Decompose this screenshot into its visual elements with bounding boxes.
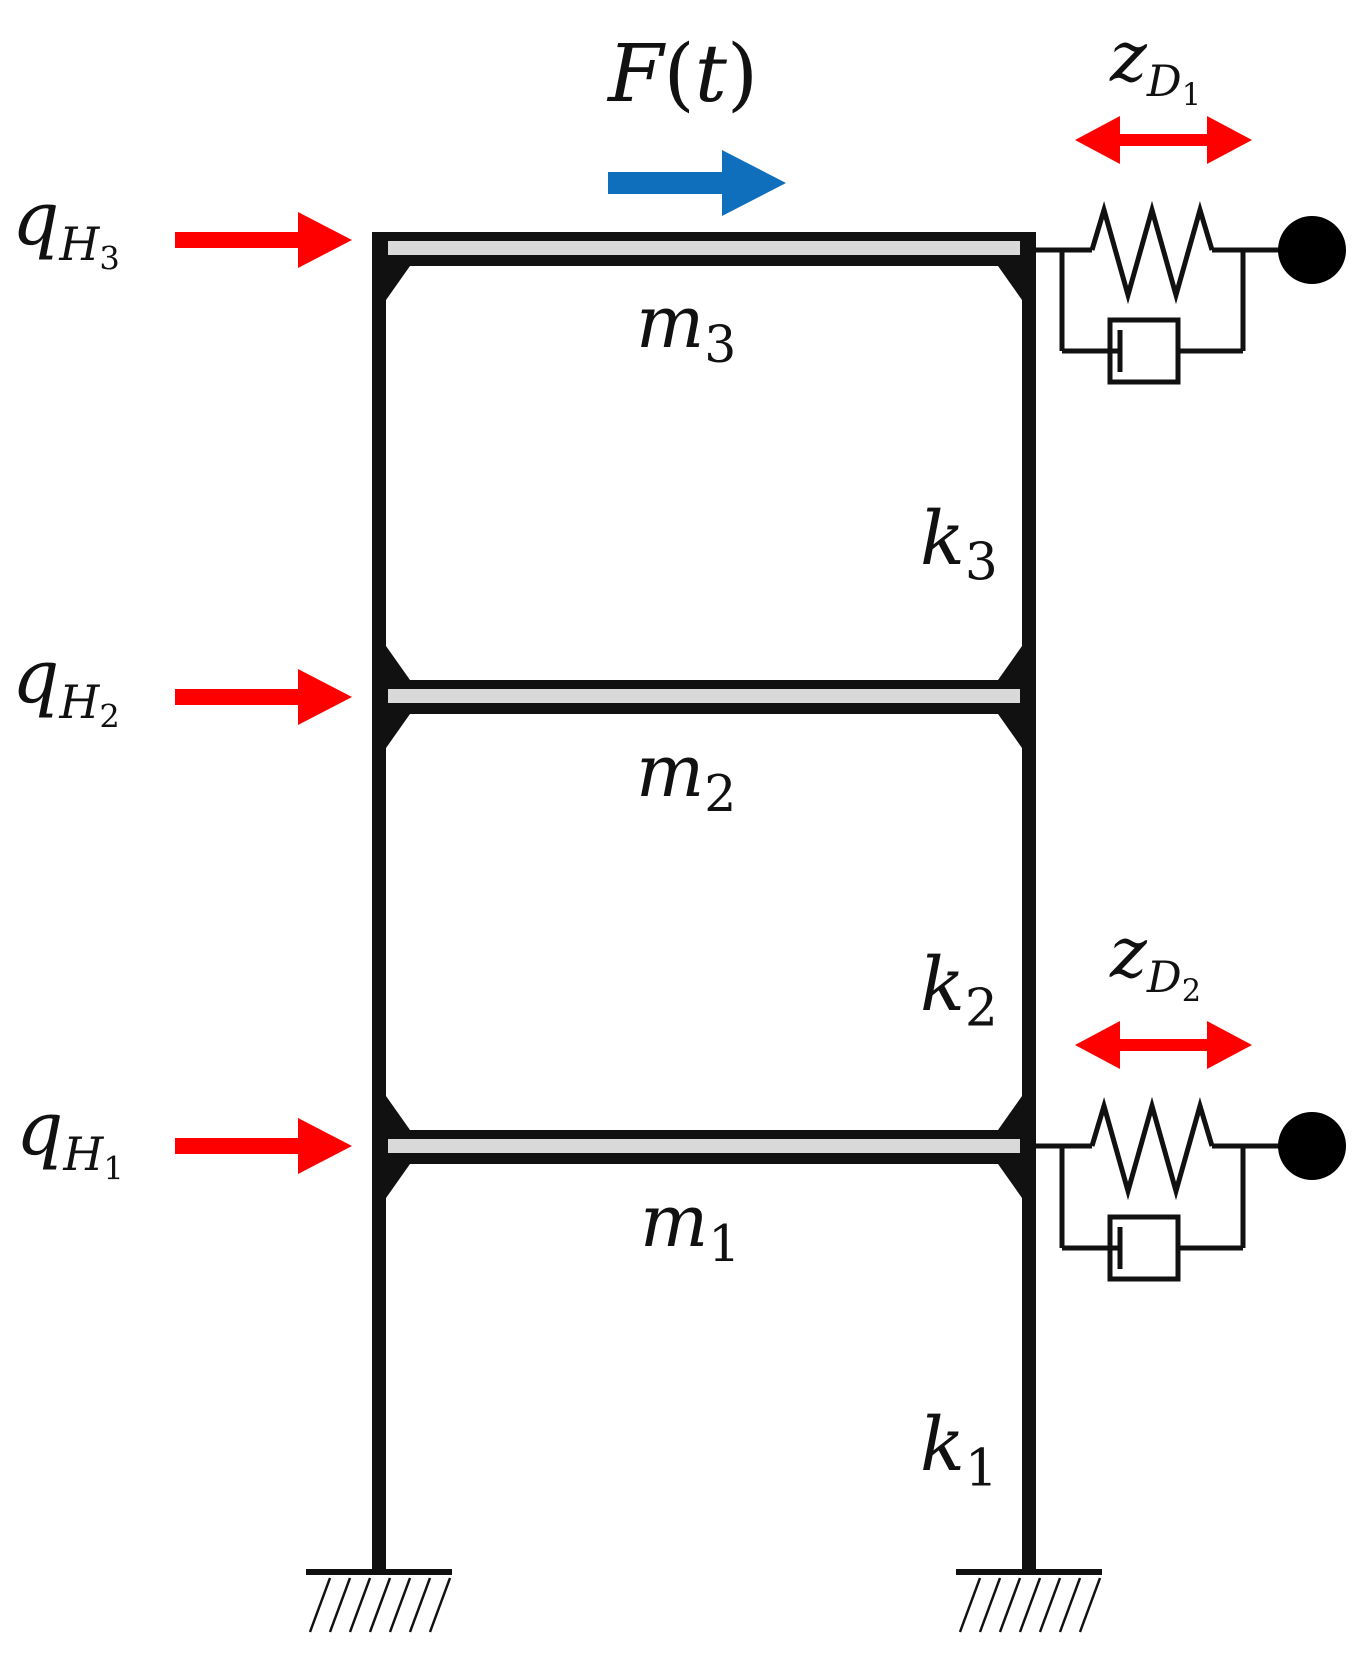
force-label-paren-open: (	[663, 27, 695, 120]
q3-label-sub-letter: H	[59, 217, 100, 272]
m1-label: m1	[640, 1185, 740, 1270]
input-arrow-q2	[175, 669, 352, 725]
k2-label: k2	[920, 948, 998, 1035]
m1-label-sub: 1	[708, 1214, 741, 1274]
gusset-plates	[386, 266, 1022, 1198]
m3-label-sub: 3	[704, 315, 737, 375]
force-arrow	[608, 150, 786, 216]
zd2-label-sub-letter: D	[1146, 953, 1182, 1004]
m3-label-symbol: m	[636, 280, 705, 364]
q1-label: qH1	[16, 1092, 124, 1185]
zd1-label-sub: D1	[1146, 57, 1201, 110]
m2-label-sub: 2	[704, 764, 737, 824]
right-fixed-support	[956, 1569, 1102, 1633]
q3-label-sub: H3	[59, 217, 119, 275]
zd2-label: zD2	[1110, 918, 1201, 1008]
right-column	[1022, 232, 1036, 1572]
m2-label: m2	[636, 735, 736, 820]
m3-label: m3	[636, 286, 736, 371]
force-label: F(t)	[608, 34, 758, 114]
q2-label: qH2	[12, 640, 120, 733]
input-arrow-q1	[175, 1118, 352, 1174]
double-arrow-zd2	[1075, 1021, 1252, 1069]
m1-label-symbol: m	[640, 1179, 709, 1263]
q1-label-sub-letter: H	[63, 1127, 104, 1182]
left-column	[372, 232, 386, 1572]
k2-label-sub: 2	[964, 978, 998, 1039]
k3-label: k3	[920, 502, 998, 589]
force-label-symbol: F	[608, 27, 664, 120]
zd1-label-symbol: z	[1110, 16, 1147, 98]
zd2-label-sub: D2	[1146, 953, 1201, 1006]
left-fixed-support	[306, 1569, 452, 1633]
floor-slab-2	[376, 680, 1032, 714]
q3-label: qH3	[12, 182, 120, 275]
k1-label-sub: 1	[964, 1438, 998, 1499]
force-label-paren-close: )	[726, 27, 759, 120]
q1-label-symbol: q	[16, 1086, 64, 1172]
k1-label: k1	[920, 1408, 998, 1495]
q3-label-sub-index: 3	[99, 239, 120, 278]
damper-mass-1	[1278, 216, 1346, 284]
zd2-label-sub-index: 2	[1181, 974, 1202, 1010]
zd1-label-sub-letter: D	[1146, 57, 1182, 108]
k2-label-symbol: k	[920, 942, 965, 1028]
damper-unit-1	[1036, 200, 1285, 385]
zd1-label-sub-index: 1	[1181, 78, 1202, 114]
k3-label-symbol: k	[920, 496, 965, 582]
k1-label-symbol: k	[920, 1402, 965, 1488]
floor-slab-1	[376, 1130, 1032, 1164]
q2-label-symbol: q	[12, 634, 60, 720]
q1-label-sub: H1	[63, 1127, 123, 1185]
input-arrow-q3	[175, 212, 352, 268]
zd2-label-symbol: z	[1110, 912, 1147, 994]
zd1-label: zD1	[1110, 22, 1201, 112]
floor-slab-3	[376, 232, 1032, 266]
force-label-var: t	[694, 27, 727, 120]
damper-unit-2	[1036, 1096, 1285, 1282]
k3-label-sub: 3	[964, 532, 998, 593]
m2-label-symbol: m	[636, 729, 705, 813]
q2-label-sub-letter: H	[59, 675, 100, 730]
q2-label-sub: H2	[59, 675, 119, 733]
double-arrow-zd1	[1075, 116, 1252, 164]
damper-mass-2	[1278, 1112, 1346, 1180]
q1-label-sub-index: 1	[103, 1149, 124, 1188]
q3-label-symbol: q	[12, 176, 60, 262]
q2-label-sub-index: 2	[99, 697, 120, 736]
